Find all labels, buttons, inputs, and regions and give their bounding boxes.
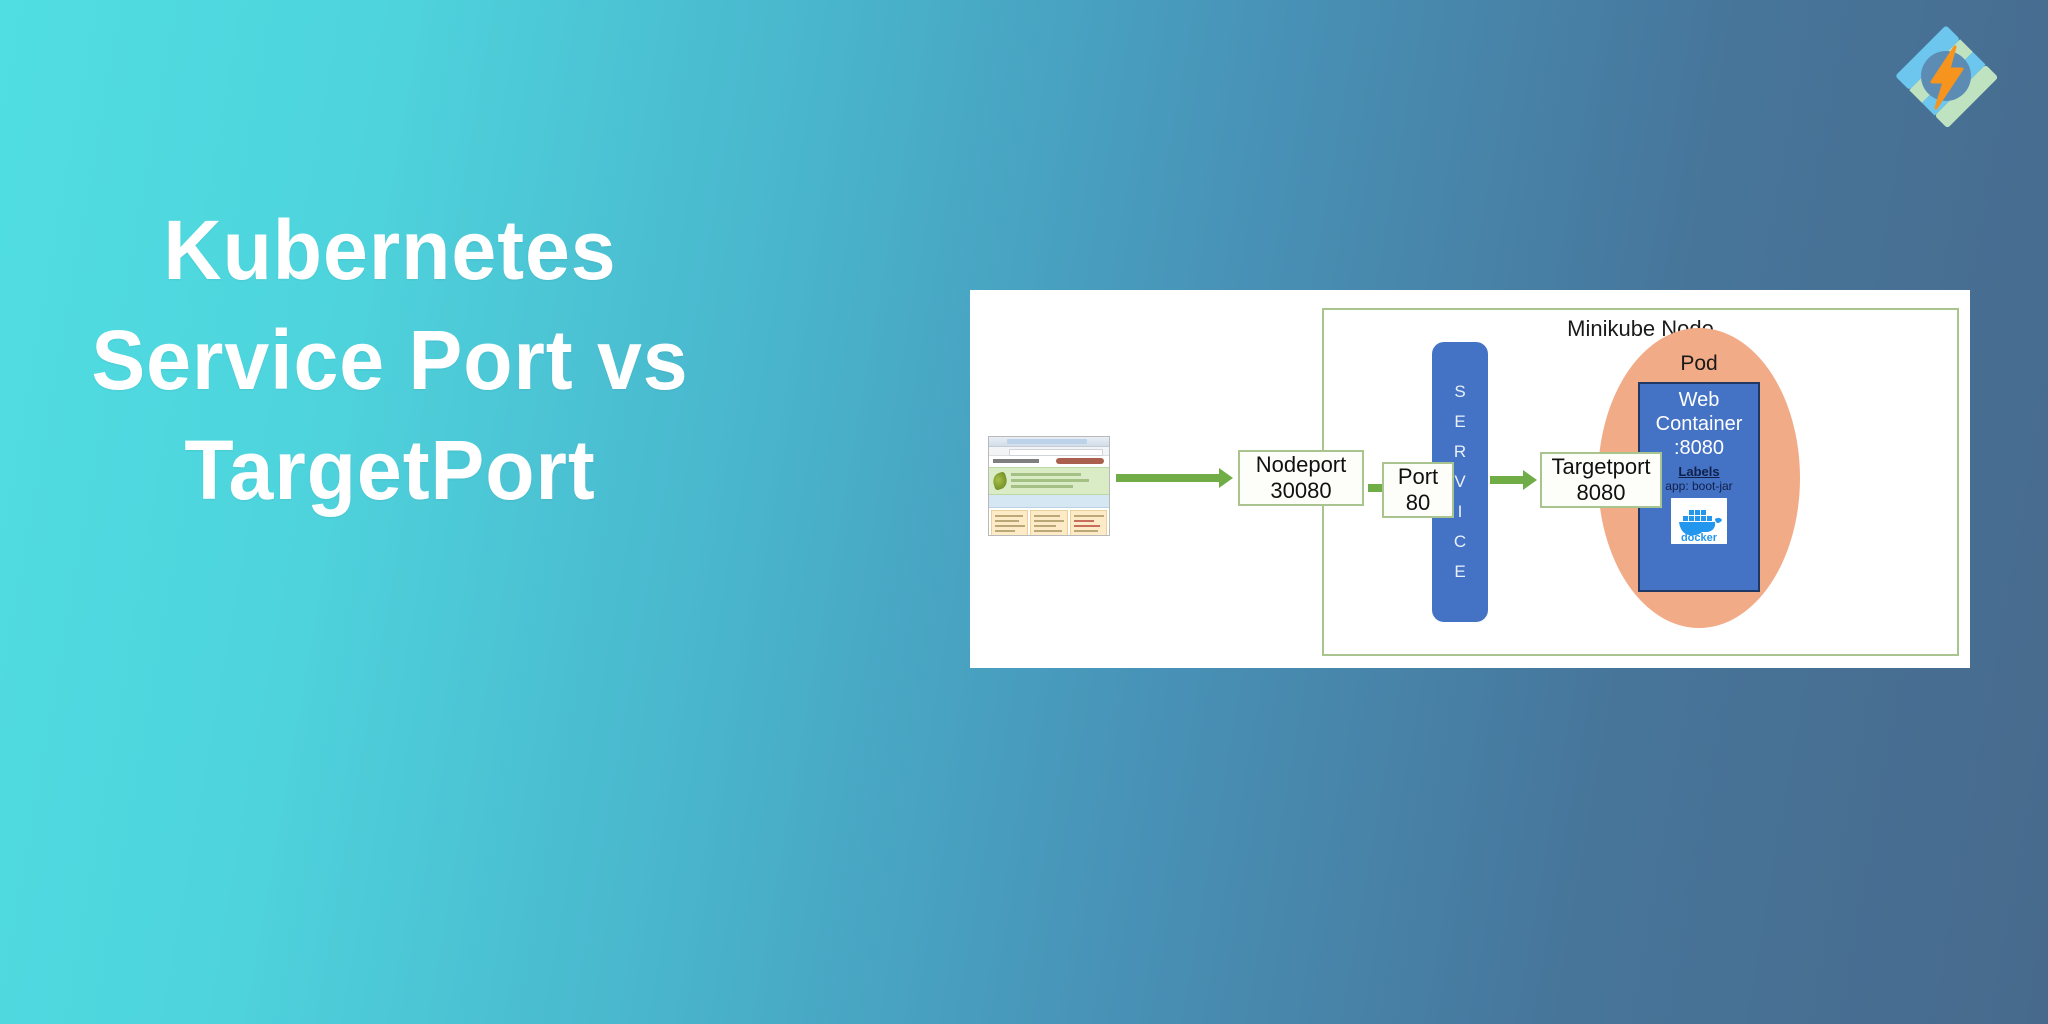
service-letter: E [1454,562,1466,581]
nodeport-title: Nodeport [1255,452,1347,477]
web-container-box: Web Container :8080 Labels app: boot-jar [1638,382,1760,592]
service-letter: E [1454,412,1466,431]
labels-value: app: boot-jar [1665,479,1733,493]
web-container-title-line: Container [1655,413,1743,435]
page-title: Kubernetes Service Port vs TargetPort [73,195,707,525]
targetport-value: 8080 [1576,480,1626,505]
architecture-diagram: Minikube Node [970,290,1970,668]
tomcat-feather-icon [990,471,1010,491]
targetport-title: Targetport [1551,454,1651,479]
pod-label: Pod [1680,352,1718,375]
banner-line [1011,485,1073,488]
brand-logo [1892,22,2000,130]
browser-addressbar [989,447,1109,456]
browser-card [991,510,1029,535]
targetport-box: Targetport 8080 [1540,452,1662,508]
browser-window-thumbnail [988,436,1110,536]
service-letter: C [1453,532,1467,551]
page-title-line-1: Kubernetes [163,203,617,297]
brand-diamond-bolt-icon [1896,26,1998,128]
arrow-browser-to-nodeport [1116,468,1233,488]
nodeport-value: 30080 [1270,478,1332,503]
service-letter: S [1454,382,1466,401]
nodeport-box: Nodeport 30080 [1238,450,1364,506]
banner-line [1011,479,1089,482]
labels-heading: Labels [1678,464,1720,479]
service-block: S E R V I C E [1432,342,1488,622]
service-letter: V [1454,472,1466,491]
port-value: 80 [1405,490,1431,515]
service-letter: R [1453,442,1467,461]
browser-blue-strip [989,495,1109,508]
arrow-service-to-targetport [1490,470,1537,490]
minikube-node-label: Minikube Node [1567,316,1714,341]
port-box: Port 80 [1382,462,1454,518]
docker-logo-icon: docker [1671,498,1727,544]
browser-card-row [989,508,1109,535]
browser-card [1069,510,1107,535]
docker-wordmark: docker [1681,532,1718,544]
port-title: Port [1397,464,1439,489]
page-title-line-3: TargetPort [184,423,596,517]
page-title-line-2: Service Port vs [91,313,689,407]
banner-line [1011,473,1081,476]
browser-card [1030,510,1068,535]
browser-green-banner [989,467,1109,495]
web-container-title: Web Container :8080 [1640,388,1758,460]
service-letter: I [1457,502,1463,521]
service-label: S E R V I C E [1454,377,1466,587]
browser-titlebar [989,437,1109,447]
web-container-title-line: Web [1678,389,1720,411]
browser-page-header [989,456,1109,467]
web-container-title-line: :8080 [1673,437,1725,459]
